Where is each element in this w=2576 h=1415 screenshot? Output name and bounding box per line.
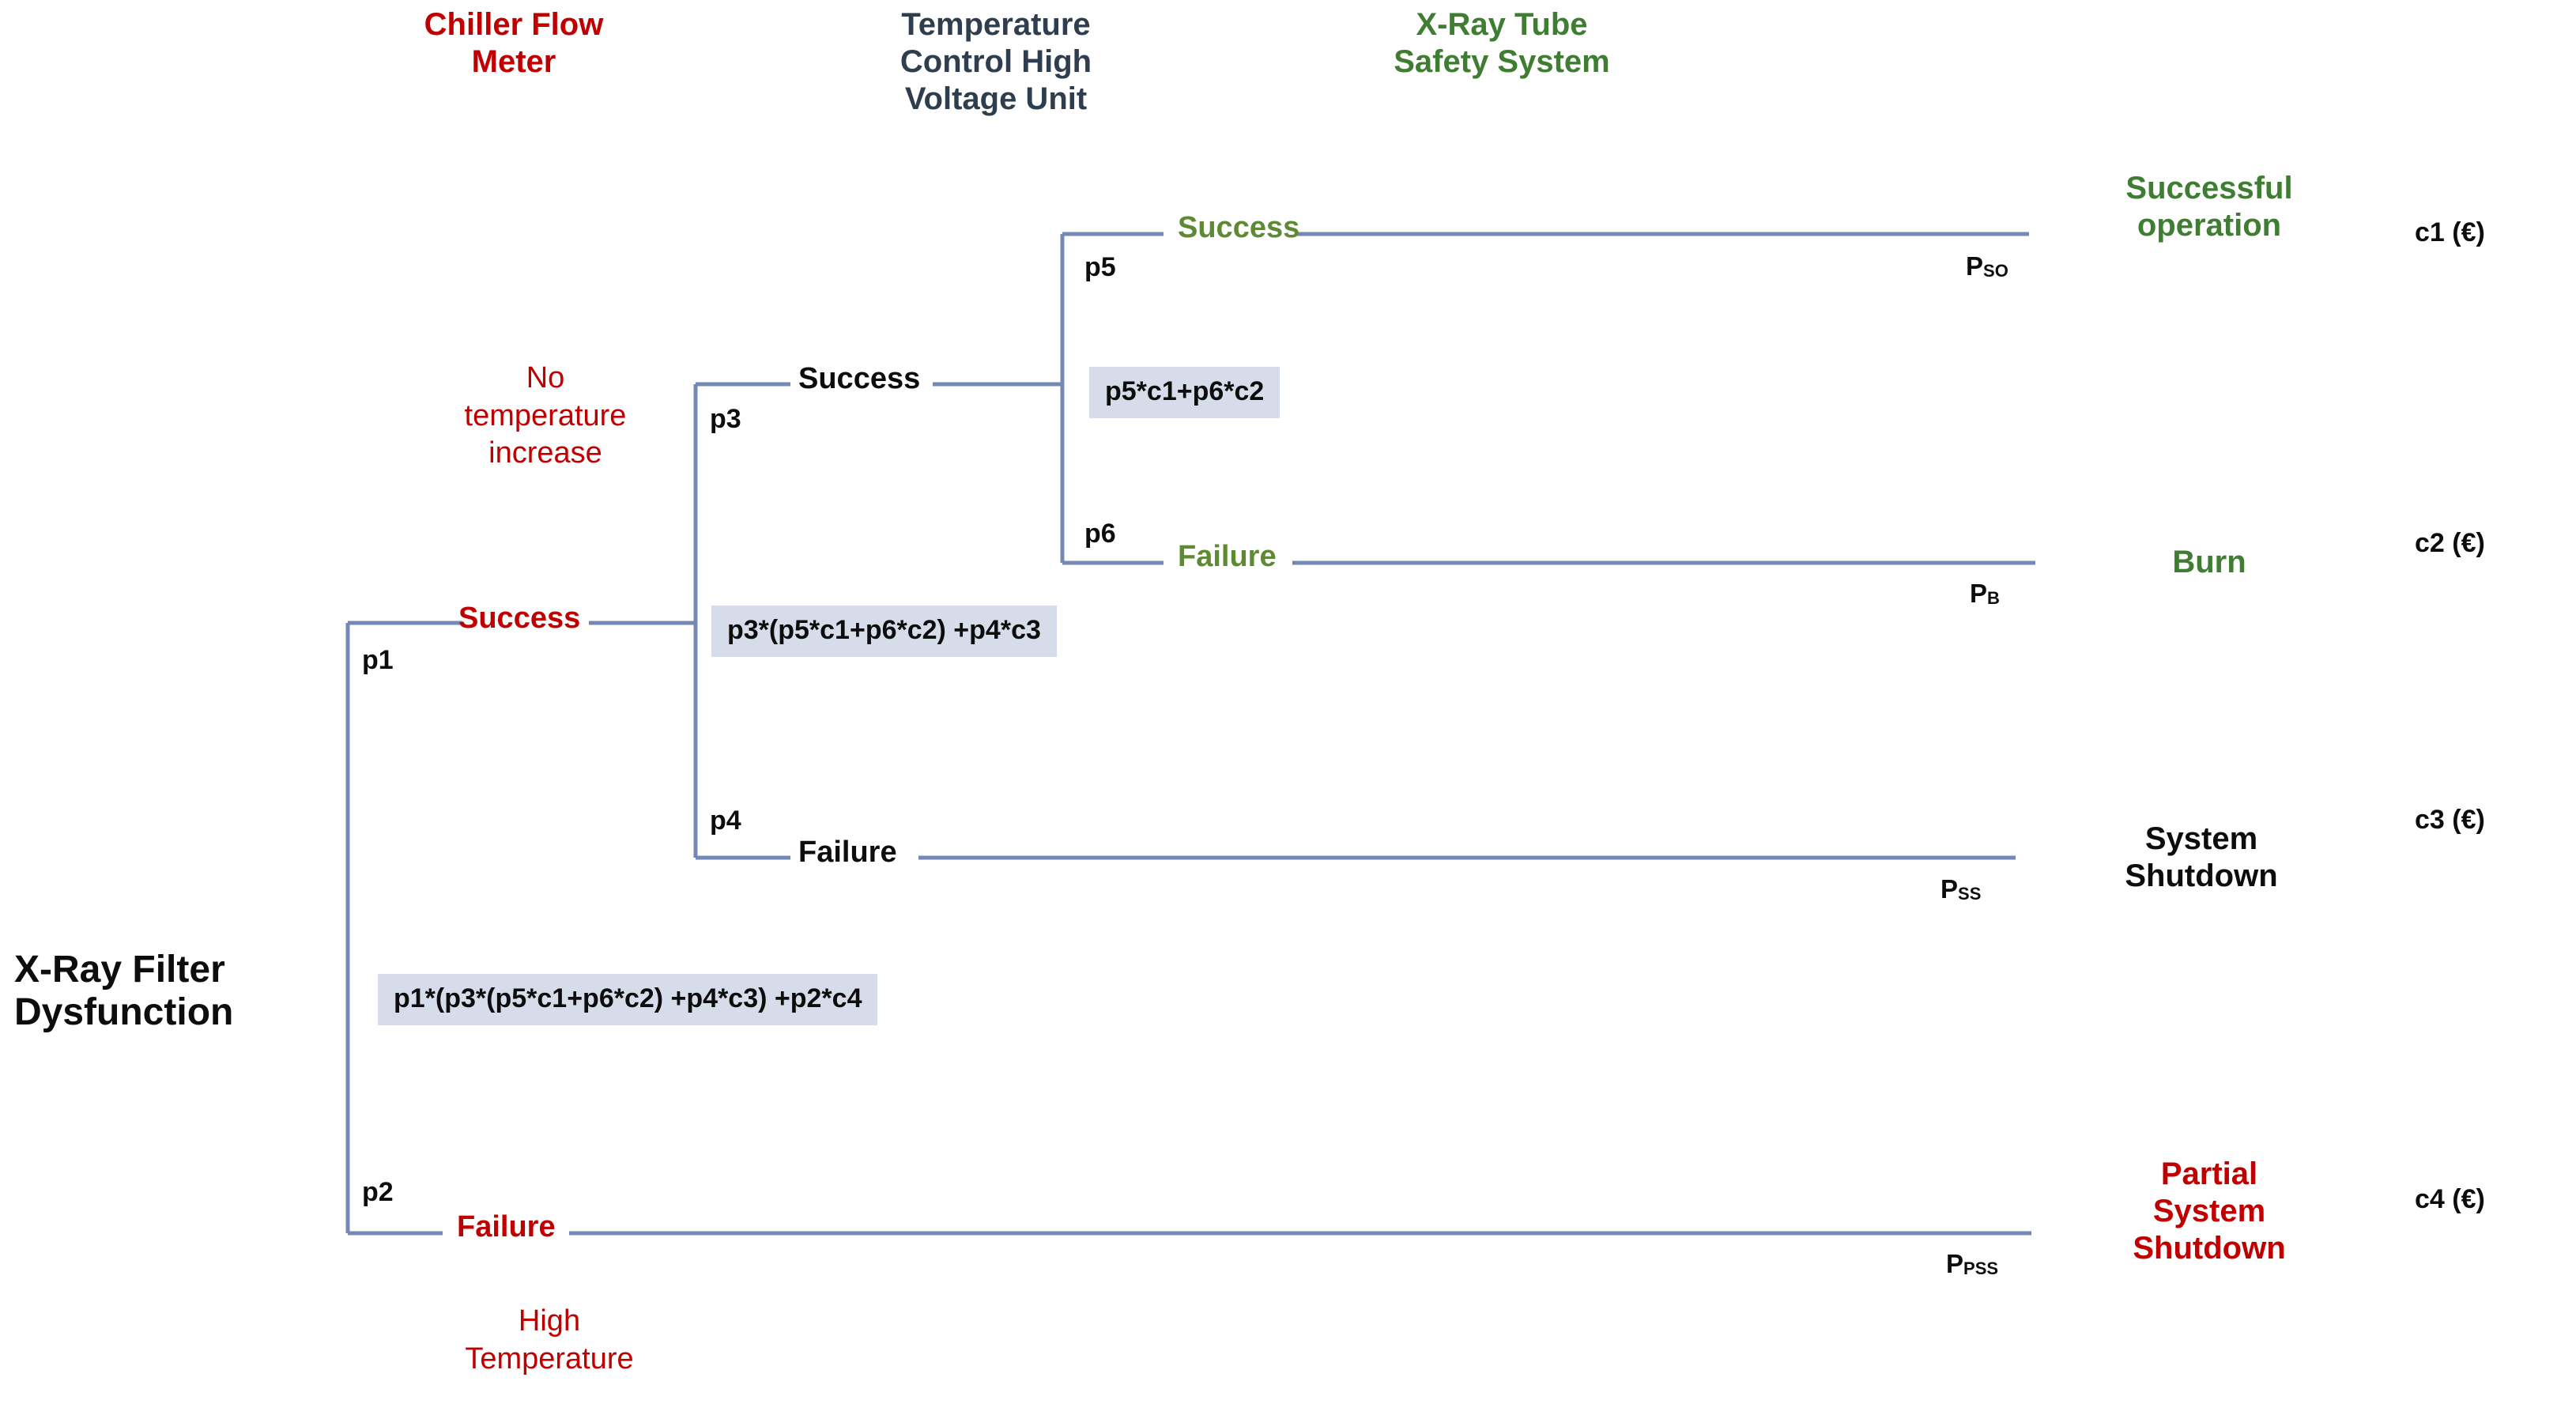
prob-node-p3: p3 xyxy=(710,404,741,434)
psym-subscript: B xyxy=(1987,588,2000,608)
psym-subscript: SS xyxy=(1958,884,1982,904)
note-high-temperature: High Temperature xyxy=(465,1304,634,1375)
psym-subscript: SO xyxy=(1983,261,2008,281)
psym-subscript: PSS xyxy=(1963,1258,1999,1278)
psym-base: P xyxy=(1946,1249,1964,1278)
end-state-probability-ppss: PPSS xyxy=(1946,1249,1998,1279)
formula-p1-branch: p3*(p5*c1+p6*c2) +p4*c3 xyxy=(711,606,1057,657)
cost-c2: c2 (€) xyxy=(2415,528,2485,558)
prob-node-p6: p6 xyxy=(1084,519,1116,549)
branch-label-p6-failure: Failure xyxy=(1178,540,1277,573)
root-initiating-event-label: X-Ray Filter Dysfunction xyxy=(14,949,234,1033)
note-no-temperature-increase: No temperature increase xyxy=(464,361,627,470)
outcome-partial-system-shutdown: Partial System Shutdown xyxy=(2133,1157,2286,1266)
prob-node-p2: p2 xyxy=(362,1177,394,1207)
column-header-temperature-control-unit: Temperature Control High Voltage Unit xyxy=(900,7,1092,117)
branch-label-p2-failure: Failure xyxy=(457,1210,556,1243)
formula-root-total: p1*(p3*(p5*c1+p6*c2) +p4*c3) +p2*c4 xyxy=(378,974,878,1025)
psym-base: P xyxy=(1940,874,1959,904)
cost-c3: c3 (€) xyxy=(2415,805,2485,835)
prob-node-p4: p4 xyxy=(710,806,741,836)
column-header-xray-tube-safety-system: X-Ray Tube Safety System xyxy=(1394,7,1610,80)
formula-p3-branch: p5*c1+p6*c2 xyxy=(1089,367,1280,418)
end-state-probability-pso: PSO xyxy=(1966,251,2008,281)
column-header-chiller-flow-meter: Chiller Flow Meter xyxy=(424,7,604,80)
outcome-system-shutdown: System Shutdown xyxy=(2125,821,2278,894)
prob-node-p1: p1 xyxy=(362,645,394,675)
branch-label-p4-failure: Failure xyxy=(798,836,897,869)
end-state-probability-pb: PB xyxy=(1970,579,2000,609)
psym-base: P xyxy=(1966,251,1984,281)
cost-c1: c1 (€) xyxy=(2415,217,2485,247)
branch-label-p1-success: Success xyxy=(458,602,581,635)
psym-base: P xyxy=(1970,579,1988,608)
outcome-burn: Burn xyxy=(2172,545,2246,579)
prob-node-p5: p5 xyxy=(1084,252,1116,282)
branch-label-p3-success: Success xyxy=(798,362,921,395)
end-state-probability-pss: PSS xyxy=(1940,874,1981,904)
outcome-successful-operation: Successful operation xyxy=(2125,171,2293,243)
branch-label-p5-success: Success xyxy=(1178,211,1300,244)
cost-c4: c4 (€) xyxy=(2415,1184,2485,1214)
